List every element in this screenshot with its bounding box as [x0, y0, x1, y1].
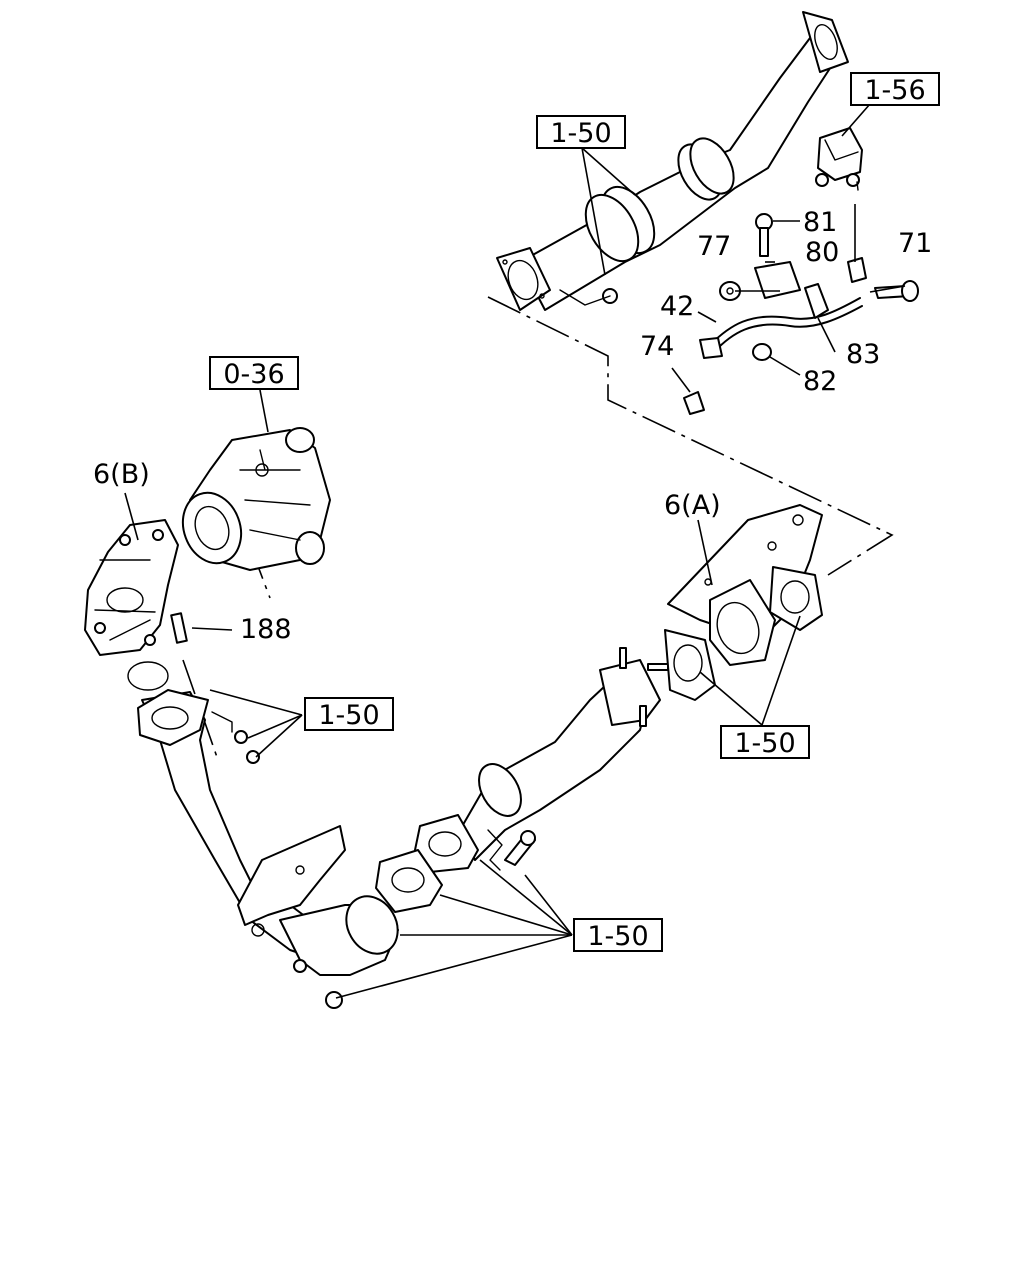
ref-label: 1-50	[550, 118, 611, 149]
ref-box-1-50-right[interactable]: 1-50	[720, 725, 810, 759]
manifold-b	[84, 519, 188, 691]
manifold-a	[664, 504, 823, 701]
part-label-83: 83	[846, 339, 880, 370]
ref-box-1-56[interactable]: 1-56	[850, 72, 940, 106]
ref-label: 1-50	[587, 921, 648, 952]
part-label-80: 80	[805, 237, 839, 268]
part-label-77: 77	[697, 231, 731, 262]
ref-box-1-50-left[interactable]: 1-50	[304, 697, 394, 731]
part-label-71: 71	[898, 228, 932, 259]
upper-exhaust-pipe	[496, 11, 849, 311]
bracket-hardware	[683, 213, 919, 415]
ref-label: 1-50	[734, 728, 795, 759]
part-label-82: 82	[803, 366, 837, 397]
ref-label: 1-56	[864, 75, 925, 106]
part-label-42: 42	[660, 291, 694, 322]
part-label-74: 74	[640, 331, 674, 362]
part-label-81: 81	[803, 207, 837, 238]
ref-box-1-50-top[interactable]: 1-50	[536, 115, 626, 149]
part-label-6a: 6(A)	[664, 490, 721, 521]
leader-lines	[124, 103, 906, 999]
turbocharger	[181, 427, 331, 571]
lower-right-pipe	[375, 647, 669, 913]
ref-label: 0-36	[223, 359, 284, 390]
part-label-6b: 6(B)	[93, 459, 150, 490]
ref-box-0-36[interactable]: 0-36	[209, 356, 299, 390]
part-label-188: 188	[240, 614, 292, 645]
ref-box-1-50-bottom[interactable]: 1-50	[573, 918, 663, 952]
ref-label: 1-50	[318, 700, 379, 731]
lower-left-pipe	[137, 689, 399, 1009]
